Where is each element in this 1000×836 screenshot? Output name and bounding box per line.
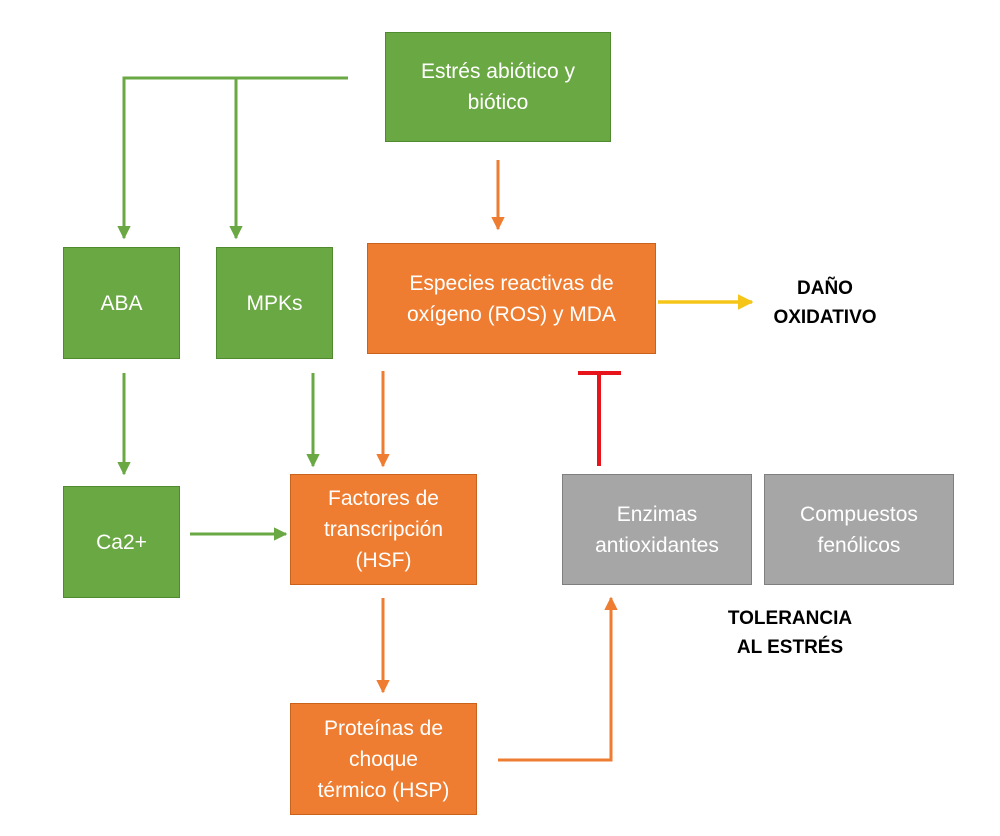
node-factores: Factores de transcripción (HSF) — [290, 474, 477, 585]
node-mpks: MPKs — [216, 247, 333, 359]
node-compuestos: Compuestos fenólicos — [764, 474, 954, 585]
label-tolerancia: TOLERANCIA AL ESTRÉS — [727, 608, 853, 658]
node-enzimas: Enzimas antioxidantes — [562, 474, 752, 585]
node-estres: Estrés abiótico y biótico — [385, 32, 611, 142]
node-ca: Ca2+ — [63, 486, 180, 598]
label-dano-oxidativo: DAÑO OXIDATIVO — [773, 278, 877, 328]
node-proteinas: Proteínas de choque térmico (HSP) — [290, 703, 477, 815]
node-ros: Especies reactivas de oxígeno (ROS) y MD… — [367, 243, 656, 354]
node-aba: ABA — [63, 247, 180, 359]
arrow-estres-to-aba — [117, 76, 348, 240]
arrow-proteinas-to-enzimas — [498, 596, 618, 762]
